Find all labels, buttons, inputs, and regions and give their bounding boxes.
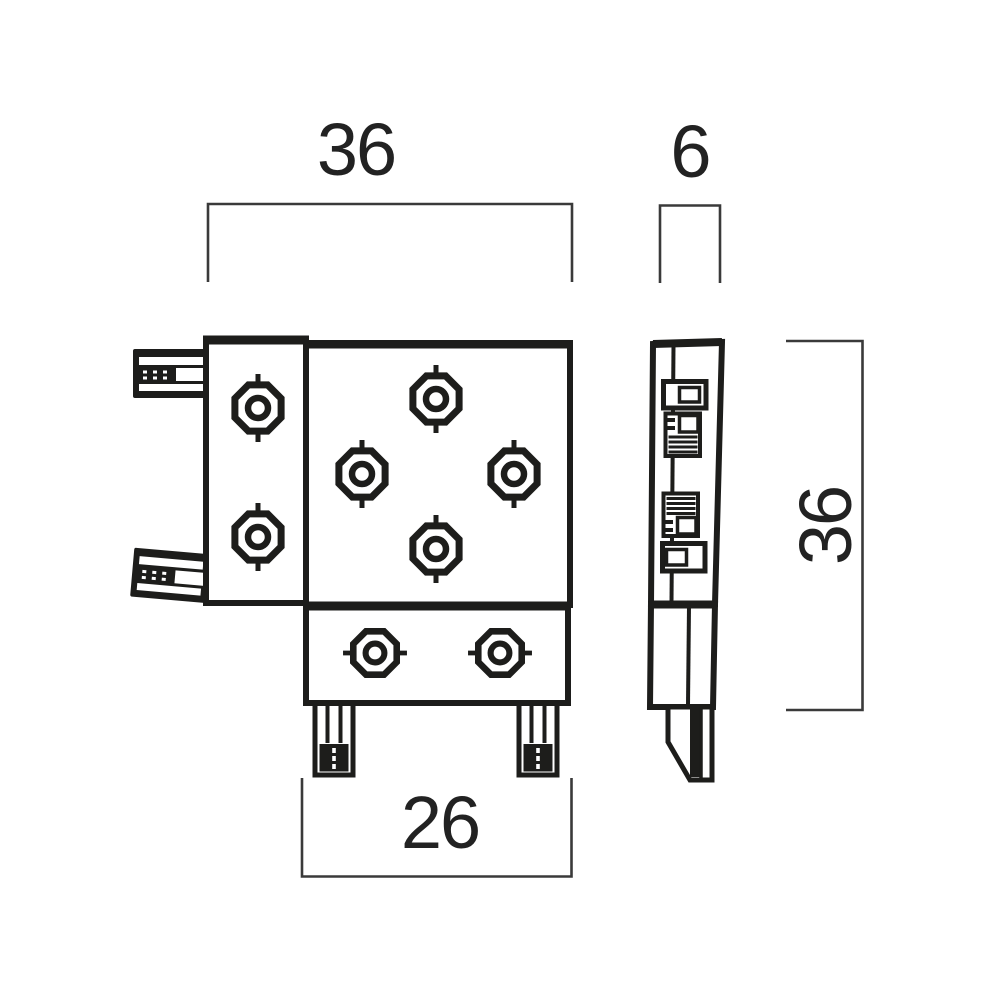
dimension-bracket-front-width	[206, 202, 574, 282]
front-view	[130, 335, 573, 775]
side-body-top-edge	[652, 338, 723, 348]
connector-plug-bottom	[130, 547, 211, 604]
dimension-label-height: 36	[784, 487, 867, 565]
mounting-pin-left	[315, 699, 353, 775]
side-tip-pin	[665, 704, 715, 783]
mounting-pin-right	[519, 699, 557, 775]
dimension-bracket-height	[786, 339, 864, 712]
dimension-bracket-side-depth	[658, 204, 722, 283]
dimension-bracket-bottom-width	[300, 778, 573, 878]
dimension-label-front-width: 36	[317, 108, 395, 191]
contact-group-upper	[661, 379, 709, 458]
dimension-label-side-depth: 6	[670, 110, 709, 193]
side-bottom-seam	[686, 605, 691, 706]
connector-plug-top	[133, 349, 209, 398]
side-view	[646, 338, 726, 783]
contact-group-lower	[660, 491, 708, 574]
side-bottom-block	[646, 601, 719, 710]
dimension-annotations: 36 6 36 26	[206, 108, 867, 878]
dimension-label-bottom-width: 26	[401, 781, 479, 864]
